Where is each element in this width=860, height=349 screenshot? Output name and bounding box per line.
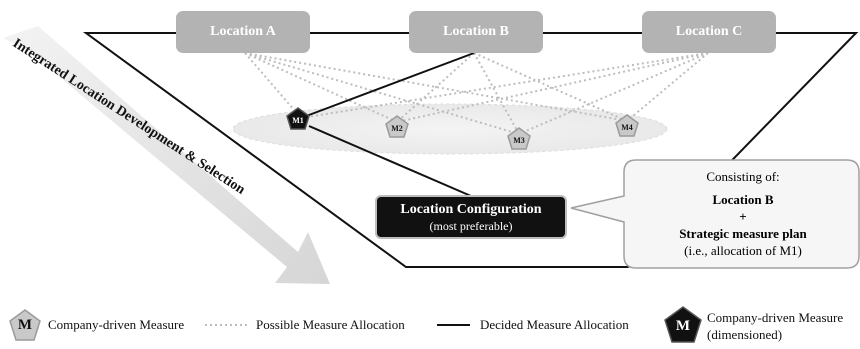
location-c-label: Location C	[675, 24, 743, 39]
legend-dimensioned-label: Company-driven Measure	[707, 310, 844, 325]
location-b-box: Location B	[409, 11, 543, 53]
callout-line-4: Strategic measure plan	[679, 226, 807, 241]
measure-m3	[507, 127, 531, 150]
configuration-title: Location Configuration	[400, 202, 542, 217]
diagonal-arrow	[3, 26, 330, 284]
configuration-subtitle: (most preferable)	[429, 219, 513, 233]
measure-ellipse	[232, 103, 668, 155]
callout-content: Consisting of: Location B + Strategic me…	[627, 168, 859, 259]
location-configuration-box: Location Configuration (most preferable)	[375, 195, 567, 239]
measure-m1	[286, 107, 310, 130]
legend-decided-label: Decided Measure Allocation	[480, 317, 629, 332]
measure-m4-label: M4	[621, 123, 633, 132]
callout-line-3: +	[739, 209, 747, 224]
location-b-label: Location B	[443, 24, 509, 39]
location-a-label: Location A	[210, 24, 276, 39]
legend-dimensioned-sublabel: (dimensioned)	[707, 327, 783, 342]
measure-m2-label: M2	[391, 124, 403, 133]
callout-line-1: Consisting of:	[706, 169, 780, 184]
decided-allocations	[300, 52, 475, 197]
legend-dimensioned-icon	[664, 306, 702, 343]
measure-m3-label: M3	[513, 136, 525, 145]
location-a-box: Location A	[176, 11, 310, 53]
legend-dimensioned-symbol: M	[675, 318, 691, 334]
measure-m2	[385, 115, 409, 138]
legend-measure-icon	[9, 309, 41, 341]
funnel-outline	[82, 32, 859, 268]
measure-m4	[615, 114, 639, 137]
callout-bubble	[570, 159, 860, 269]
location-c-box: Location C	[642, 11, 776, 53]
legend-possible-label: Possible Measure Allocation	[256, 317, 405, 332]
callout-line-2: Location B	[712, 192, 774, 207]
legend-measure-label: Company-driven Measure	[48, 317, 185, 332]
callout-line-5: (i.e., allocation of M1)	[684, 243, 802, 258]
possible-allocations	[244, 52, 709, 135]
measure-m1-label: M1	[292, 116, 304, 125]
legend-measure-symbol: M	[17, 317, 33, 333]
